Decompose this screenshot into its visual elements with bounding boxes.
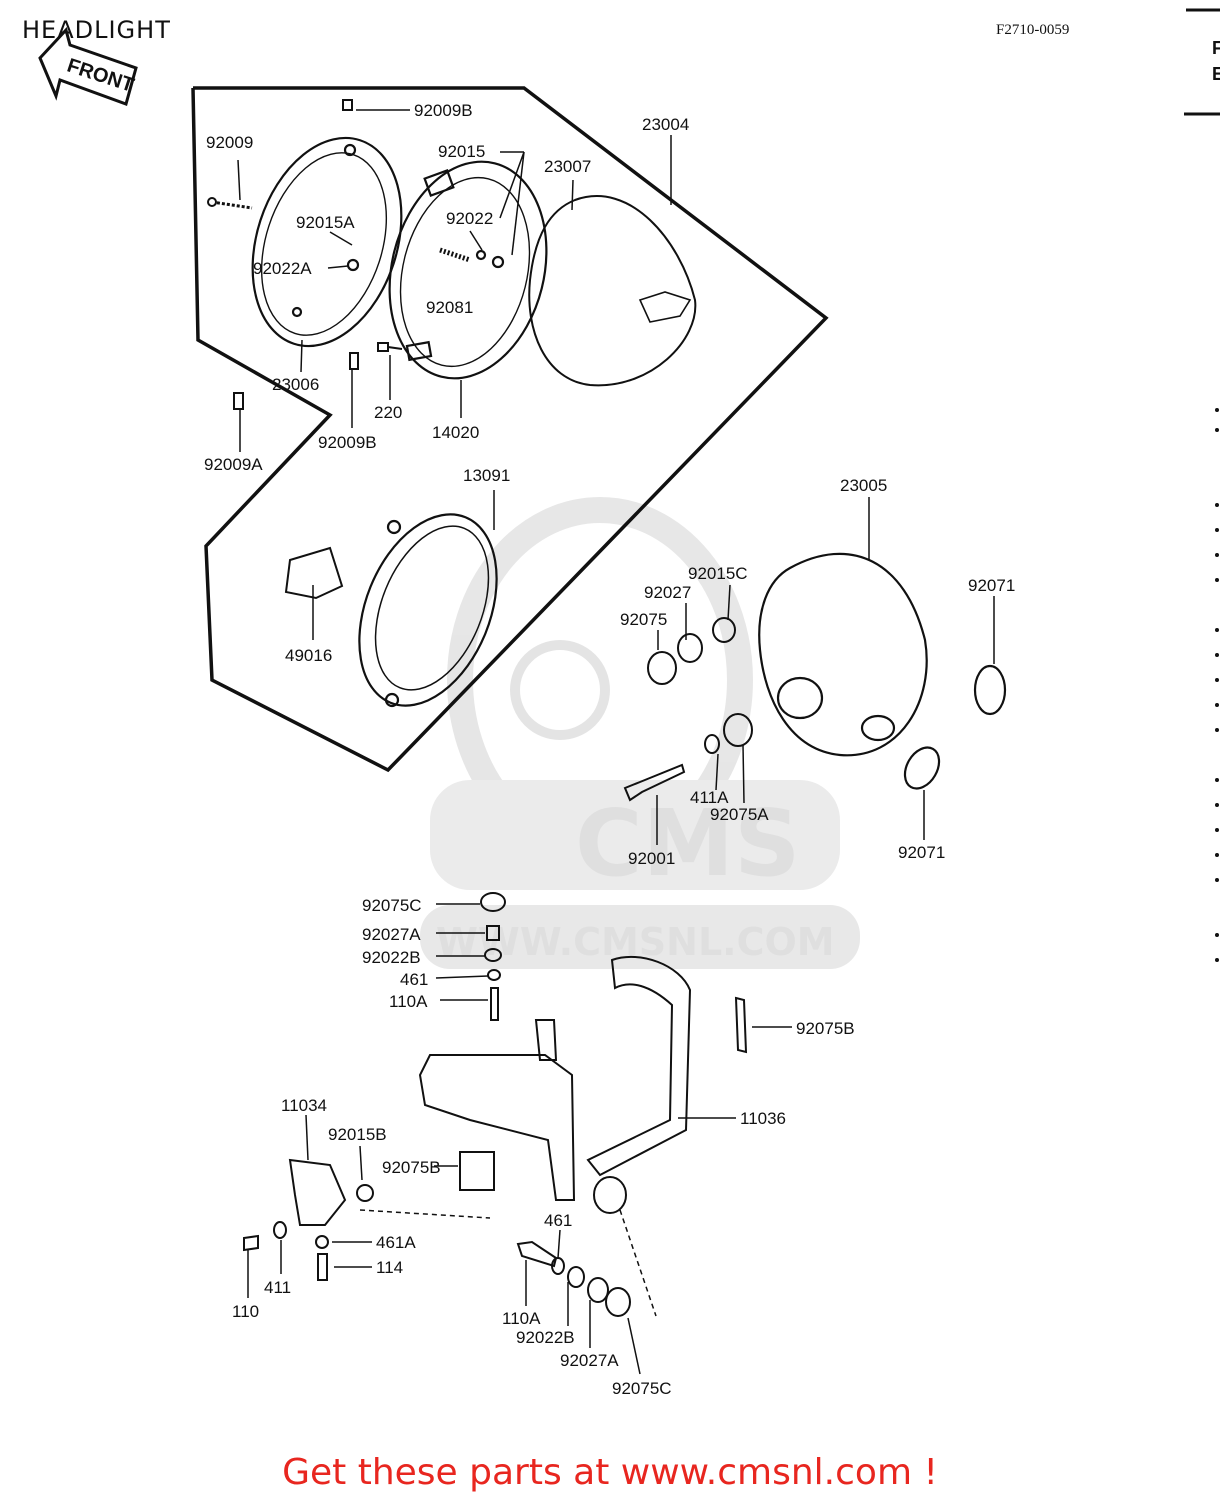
part-label: 92075C xyxy=(612,1379,672,1398)
part-label: 11036 xyxy=(740,1109,786,1128)
part-label: 411A xyxy=(690,788,729,807)
diagram-code: F2710-0059 xyxy=(996,22,1070,38)
corner-frame: F E xyxy=(1184,8,1220,116)
part-label: 92009B xyxy=(318,433,377,452)
part-label: 461 xyxy=(544,1211,572,1230)
part-label: 23005 xyxy=(840,476,887,495)
part-label: 92071 xyxy=(898,843,945,862)
cmsnl-watermark: CMS WWW.CMSNL.COM xyxy=(420,497,860,969)
part-label: 92015B xyxy=(328,1125,387,1144)
sealed-beam-23007 xyxy=(528,195,697,387)
part-label: 461 xyxy=(400,970,428,989)
leader-lines xyxy=(237,109,995,1375)
ring-13091 xyxy=(358,513,498,708)
housing-23005 xyxy=(758,552,928,757)
part-label: 23006 xyxy=(272,375,319,394)
bracket-11036 xyxy=(418,955,692,1214)
mount-hardware-left xyxy=(623,617,753,802)
assembly-outline xyxy=(191,86,829,773)
part-label: 92075A xyxy=(710,805,769,824)
part-label: 110 xyxy=(232,1302,259,1321)
part-label: 92071 xyxy=(968,576,1015,595)
part-label: 461A xyxy=(376,1233,416,1252)
grommets-92071 xyxy=(903,664,1007,790)
svg-text:E: E xyxy=(1212,64,1220,84)
rim-23006 xyxy=(251,136,403,348)
part-label: 92015 xyxy=(438,142,485,161)
screws-top xyxy=(207,99,403,410)
promo-link[interactable]: Get these parts at www.cmsnl.com ! xyxy=(282,1452,938,1493)
part-label: 110A xyxy=(389,992,428,1011)
part-label: 92075 xyxy=(620,610,667,629)
page-title: HEADLIGHT xyxy=(22,16,171,44)
part-labels: 92009B 92009 92015 23004 23007 92015A 92… xyxy=(204,101,1015,1398)
part-label: 92022B xyxy=(516,1328,575,1347)
part-label: 11034 xyxy=(281,1096,327,1115)
bolt-stacks xyxy=(243,892,748,1317)
watermark-brand: CMS xyxy=(575,790,800,897)
part-label: 13091 xyxy=(463,466,510,485)
part-label: 92075B xyxy=(796,1019,855,1038)
part-label: 92081 xyxy=(426,298,473,317)
part-label: 49016 xyxy=(285,646,332,665)
part-label: 92022A xyxy=(253,259,312,278)
edge-marks xyxy=(1215,408,1219,962)
part-label: 92027A xyxy=(560,1351,619,1370)
part-label: 92009 xyxy=(206,133,253,152)
part-label: 411 xyxy=(264,1278,291,1297)
part-label: 92022 xyxy=(446,209,493,228)
part-label: 220 xyxy=(374,403,402,422)
svg-text:F: F xyxy=(1212,38,1220,58)
part-label: 92027 xyxy=(644,583,691,602)
plate-49016 xyxy=(284,546,344,600)
part-label: 92022B xyxy=(362,948,421,967)
part-label: 14020 xyxy=(432,423,479,442)
part-label: 92075C xyxy=(362,896,422,915)
bracket-11034 xyxy=(288,1158,347,1226)
part-label: 114 xyxy=(376,1258,403,1277)
part-label: 23007 xyxy=(544,157,591,176)
unit-14020 xyxy=(388,160,548,380)
part-label: 92015A xyxy=(296,213,355,232)
part-label: 92015C xyxy=(688,564,748,583)
part-label: 92009B xyxy=(414,101,473,120)
part-label: 110A xyxy=(502,1309,541,1328)
part-label: 92001 xyxy=(628,849,675,868)
part-label: 92027A xyxy=(362,925,421,944)
part-label: 23004 xyxy=(642,115,689,134)
part-label: 92009A xyxy=(204,455,263,474)
part-label: 92075B xyxy=(382,1158,441,1177)
